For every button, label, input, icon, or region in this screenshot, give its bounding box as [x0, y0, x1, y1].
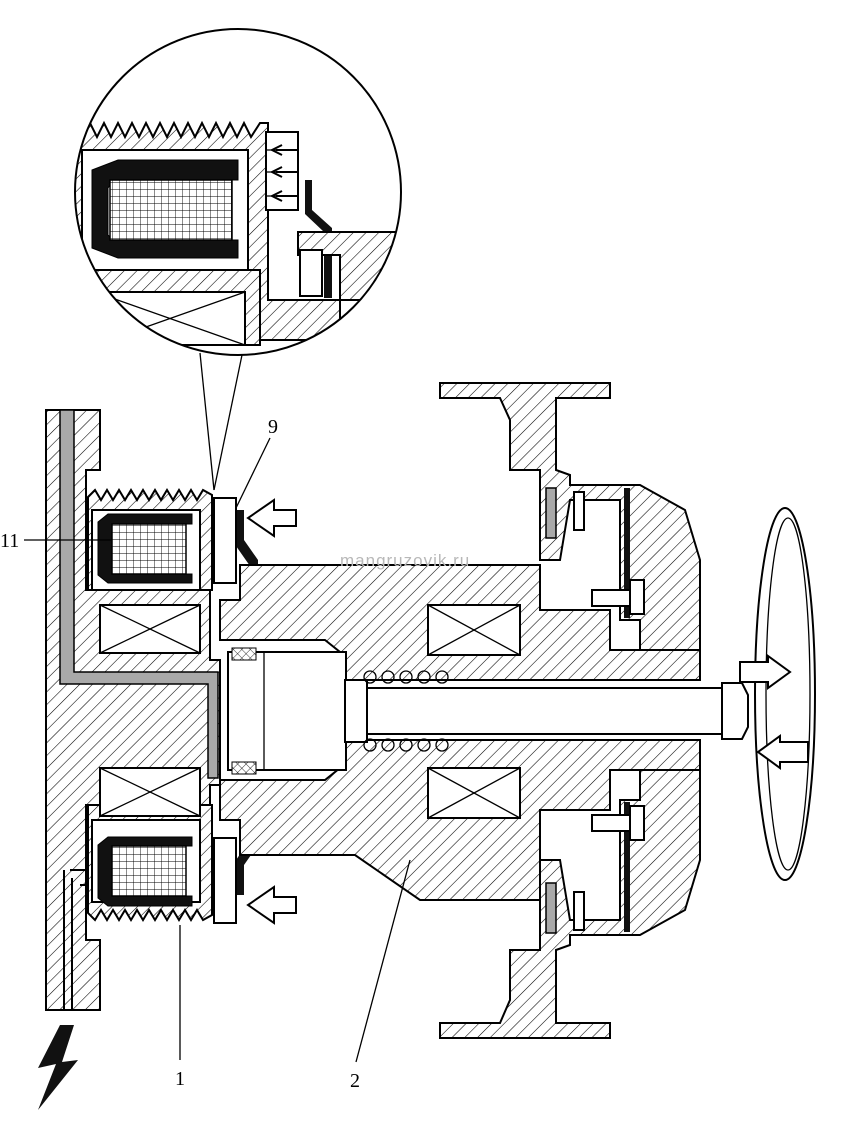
- fan-rotation-ring: [754, 507, 816, 881]
- force-arrow-upper: [246, 498, 297, 538]
- label-part-1: 1: [175, 1068, 185, 1090]
- magnified-detail-view: [74, 28, 402, 491]
- force-arrow-lower: [246, 885, 297, 925]
- shaft: [344, 687, 726, 735]
- rotation-arrow-upper: [739, 654, 792, 690]
- label-part-11: 11: [0, 530, 19, 552]
- rotation-arrow-lower: [756, 734, 809, 770]
- return-spring: [363, 670, 449, 752]
- shaft-nut: [721, 682, 749, 740]
- watermark: mangruzovik.ru: [340, 551, 470, 570]
- label-part-9: 9: [268, 416, 278, 438]
- oil-channel: [59, 409, 219, 779]
- lightning-bolt-icon: [38, 1025, 78, 1110]
- piston: [227, 651, 347, 771]
- main-assembly: [45, 382, 816, 1039]
- label-part-2: 2: [350, 1070, 360, 1092]
